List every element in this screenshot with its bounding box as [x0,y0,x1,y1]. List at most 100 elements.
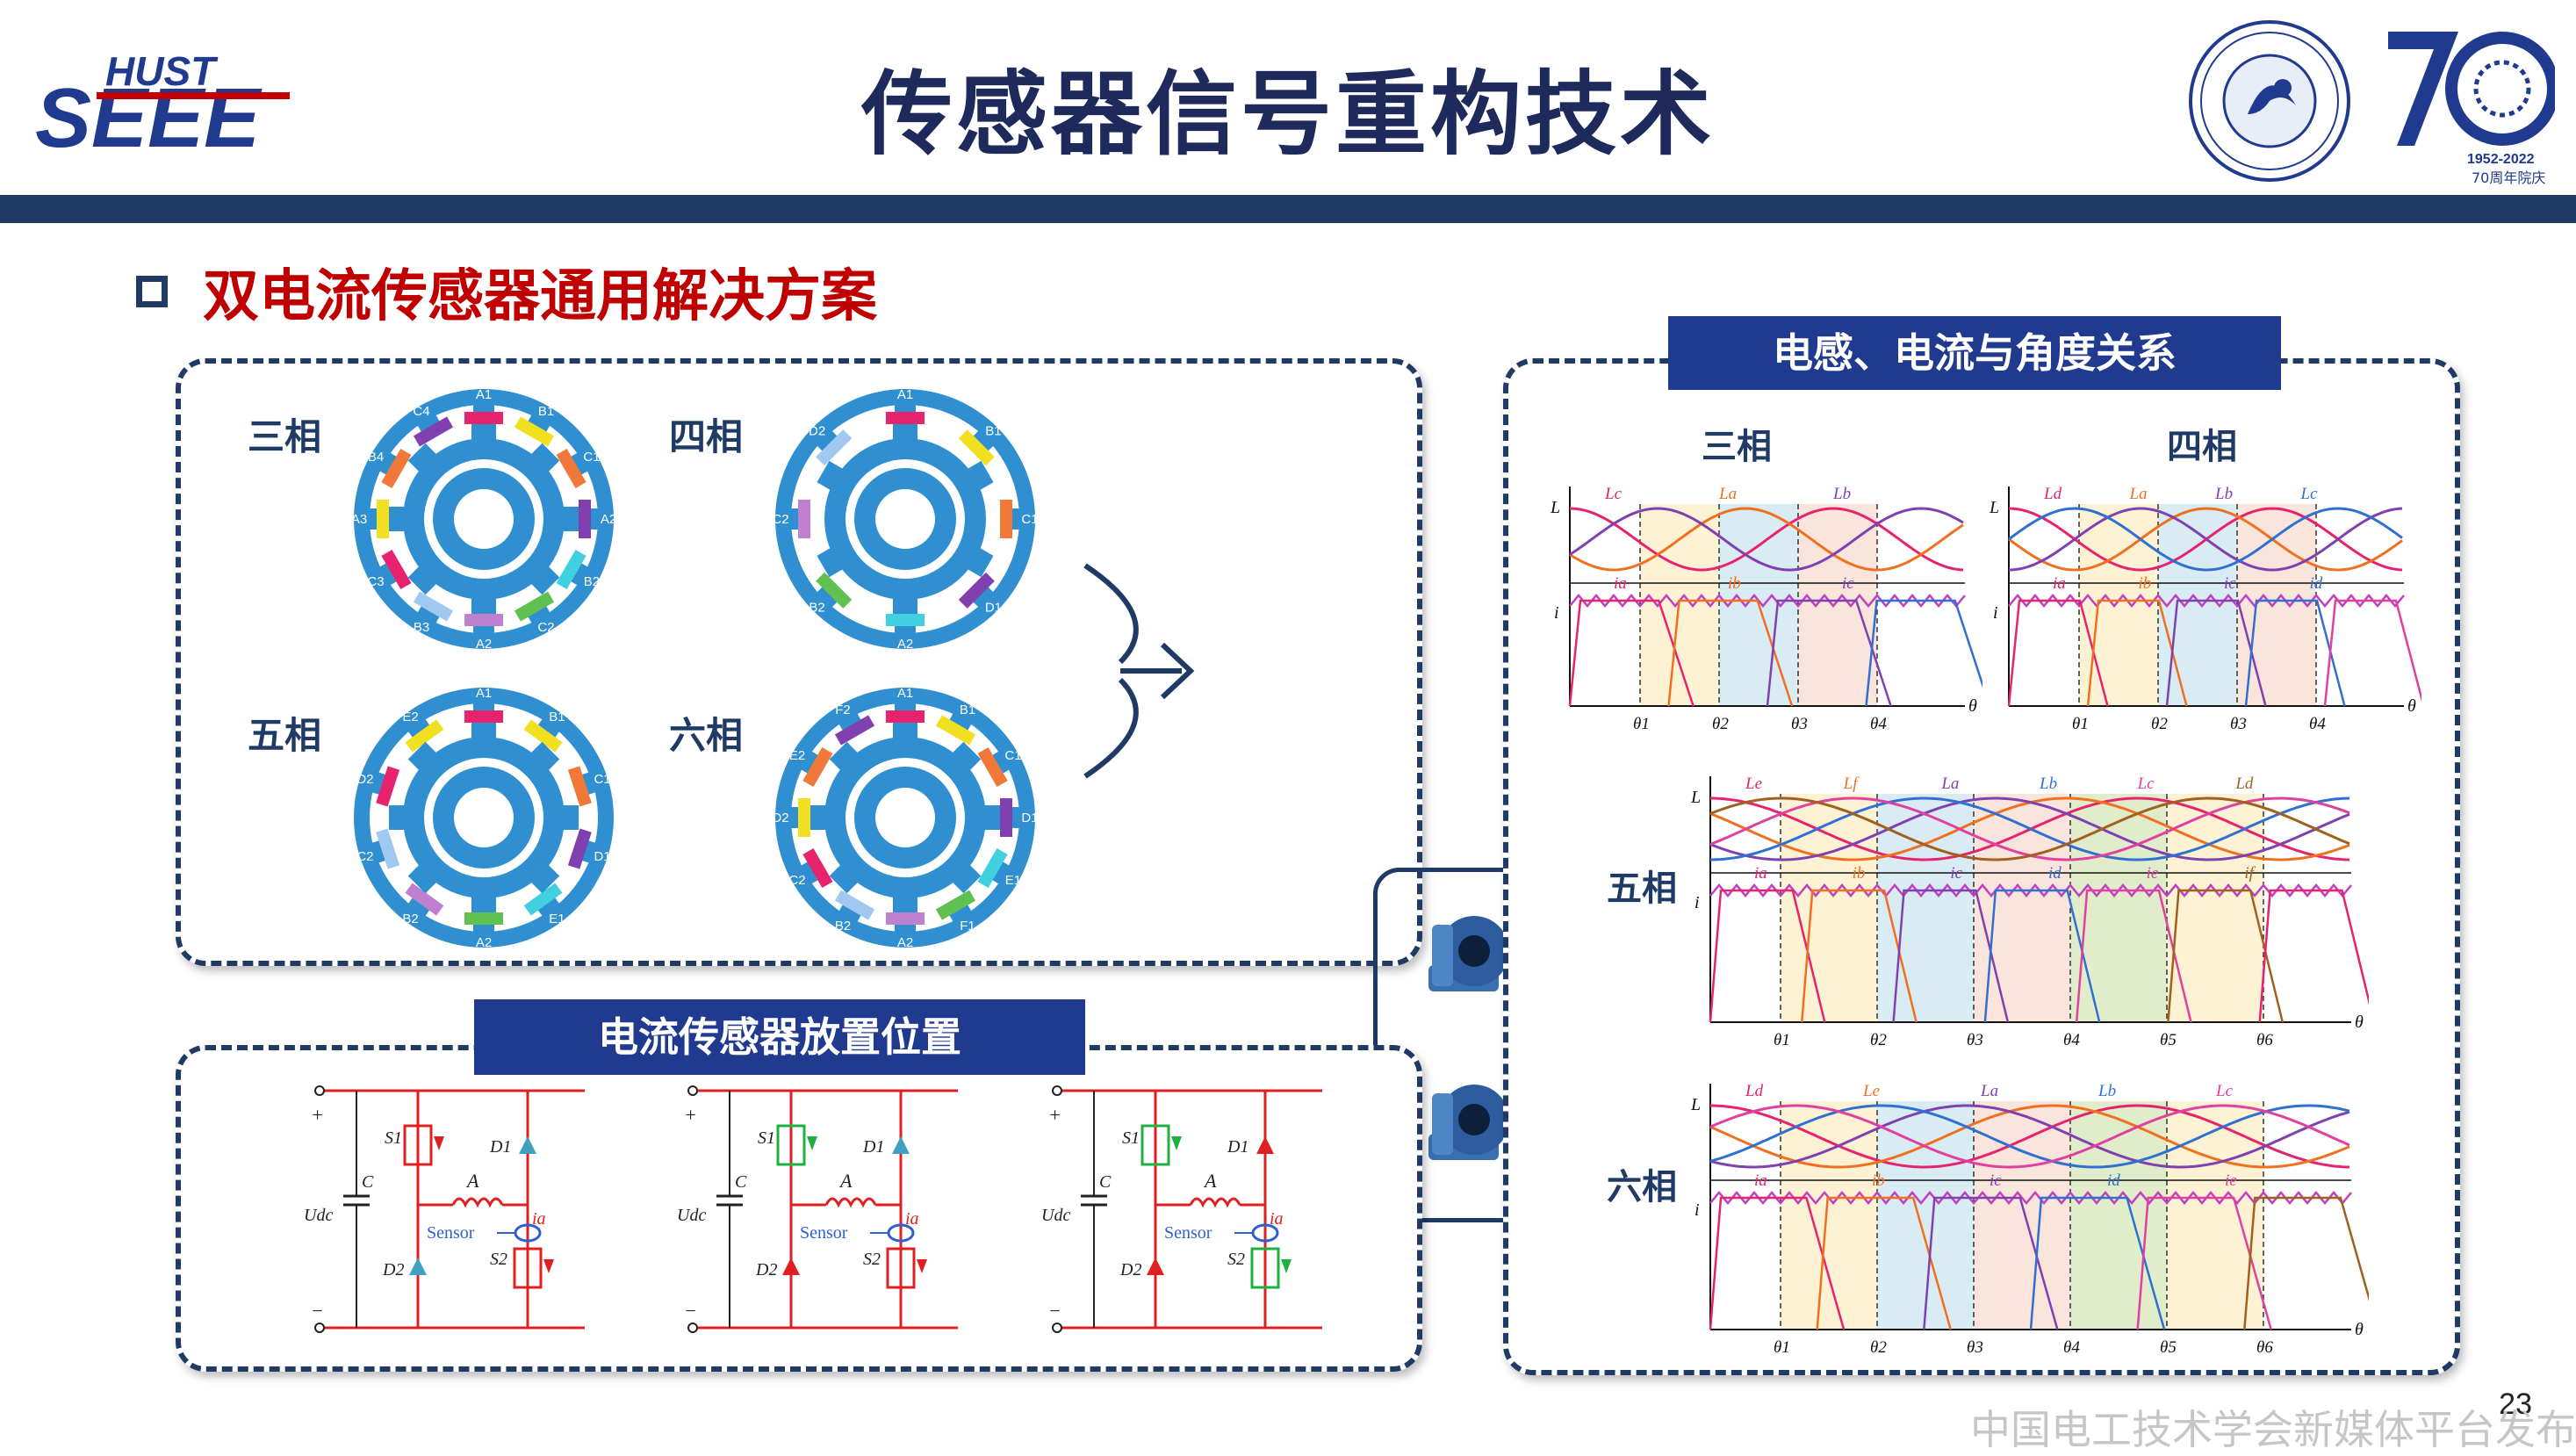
stator-tooth [371,448,412,489]
stator-tooth [556,448,596,489]
stator-tooth [523,883,565,924]
curves-label-5phase: 五相 [1607,869,1677,909]
theta-label: θ1 [1774,1338,1790,1357]
current-pulse [1568,599,1695,707]
diode-d2 [782,1258,800,1275]
coil [802,847,833,889]
switch-s2 [1250,1247,1280,1289]
stator-tooth [782,500,810,538]
coil [464,412,503,424]
current-ripple [1709,1191,2352,1205]
curved-arrow-icon [1083,563,1195,779]
circuit-label: S2 [863,1250,881,1269]
region-band [2167,1101,2263,1330]
pole-label: B1 [960,703,975,717]
stator-tooth [1000,500,1028,538]
circuit-label: S1 [385,1128,402,1148]
pole-label: D1 [1021,811,1038,825]
motor-label-6phase: 六相 [669,714,744,757]
circuit-label: A [465,1170,479,1192]
current-label: ic [2224,574,2236,593]
page-title: 传感器信号重构技术 [860,61,1715,168]
inductance-label: Lb [2214,485,2233,503]
shaft-bore [454,489,514,549]
current-pulse [2136,1196,2272,1330]
circuit-label: ia [905,1209,919,1229]
pole-label: C3 [367,574,384,589]
theta-label: θ2 [2151,715,2168,733]
coil [935,890,976,920]
header: HUST SEEE 传感器信号重构技术 1952-2022 70周年院庆 [0,0,2576,223]
stator-tooth [886,695,925,723]
pole-label: B3 [414,620,429,635]
theta-label: θ6 [2256,1031,2273,1049]
coil [816,572,853,609]
current-label: ia [2053,574,2066,593]
coil [464,710,503,723]
pole-label: A1 [897,686,913,701]
theta-label: θ4 [2063,1338,2080,1357]
inductance-curve [1709,1104,2350,1169]
axis-label: θ [2407,696,2416,716]
inductance-curve [1569,507,1964,572]
logo-70-cn: 70周年院庆 [2472,169,2545,186]
inductance-curve [1710,1104,2350,1169]
circuit-label: C [1099,1172,1112,1192]
current-pulse [1865,599,1982,707]
inductance-label: Lb [2097,1082,2116,1100]
inductance-current-title: 电感、电流与角度关系 [1668,316,2281,390]
coil [798,500,810,538]
theta-label: θ4 [2309,715,2326,733]
current-pulse [1801,889,1918,1023]
stator-tooth [886,912,925,941]
circuit-label: ia [532,1209,546,1229]
circuit-label: D2 [382,1260,404,1279]
current-pulse [1709,1196,1846,1330]
coil [556,448,586,489]
coil [413,416,454,447]
sensor-ring [514,1223,542,1243]
stator-tooth [935,890,976,930]
sensor-label: Sensor [800,1223,848,1243]
circuit-label: D2 [755,1260,777,1279]
watermark: 中国电工技术学会新媒体平台发布 [1970,1406,2576,1453]
axis-label: i [1695,893,1700,912]
stator-tooth [413,407,454,447]
inductance-label: Lb [1832,485,1851,503]
axis-label: L [1550,498,1560,517]
coil [464,614,503,626]
stator-tooth [810,424,853,466]
pole-label: E2 [789,748,805,763]
switch-s1 [403,1124,433,1166]
inductance-label: Le [1745,775,1762,793]
coil [886,614,925,626]
pole-label: C2 [772,512,788,527]
inductance-curve [2008,507,2403,572]
stator-tooth [464,614,503,642]
circuit-label: − [1048,1300,1061,1322]
current-pulse [1923,1196,2059,1330]
region-band [1781,1101,1877,1330]
pole-label: A2 [476,637,492,652]
current-label: ie [2225,1171,2237,1190]
inductance-label: La [1940,775,1959,793]
pole-label: A2 [601,512,616,527]
coil [802,746,833,788]
inductance-label: Lf [1843,775,1860,793]
pole-label: C1 [1004,748,1021,763]
inductance-label: La [1980,1082,1998,1100]
diode-d1 [519,1136,536,1154]
inductance-curve [2008,507,2403,572]
coil [523,883,563,916]
current-pulse [2323,599,2421,707]
circuit-label: C [362,1172,374,1192]
inductance-curve [1569,507,1964,572]
